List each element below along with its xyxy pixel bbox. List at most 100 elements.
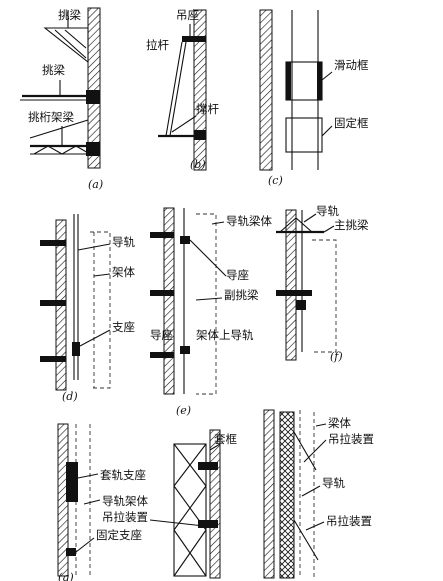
i-truss-frame [279, 411, 295, 579]
c-sliding-bar-r [317, 62, 322, 100]
g-label-hoist-device: 吊拉装置 [102, 510, 148, 524]
b-label-lagan: 拉杆 [146, 38, 169, 52]
caption-a: (a) [88, 178, 103, 191]
d-label-daogui: 导轨 [112, 235, 135, 249]
panel-c: 滑动框 固定框 (c) [259, 9, 369, 187]
i-label-beam: 梁体 [328, 416, 351, 430]
d-label-zhizuo: 支座 [112, 320, 135, 334]
i-leader-hoist-2 [305, 521, 325, 531]
caption-f: (f) [330, 350, 343, 363]
e-guide-seat-1 [180, 236, 190, 244]
b-hanger-seat [182, 36, 206, 42]
a-slab-3 [86, 142, 100, 156]
i-wall [263, 409, 275, 579]
b-tie-rod [165, 41, 183, 137]
b-strut [171, 115, 197, 133]
f-main-beam-truss [279, 217, 313, 233]
panel-f: 导轨 主挑梁 (f) [276, 204, 369, 363]
i-leader-hoist-1 [303, 439, 327, 463]
h-frame-bracing [173, 443, 207, 577]
b-label-diaozuo: 吊座 [176, 8, 199, 22]
f-label-main-beam: 主挑梁 [334, 218, 369, 232]
f-leader-beam [323, 225, 335, 233]
e-leader-seat-1 [189, 239, 227, 277]
f-leader-rail [303, 213, 317, 223]
h-sleeve-frame-2 [198, 520, 218, 528]
c-fixed-frame [285, 117, 323, 153]
e-wall [163, 207, 175, 395]
i-leader-rail [301, 485, 321, 497]
caption-b: (b) [190, 158, 206, 171]
e-leader-beam [211, 221, 225, 225]
e-leader-sub-beam [195, 297, 223, 301]
f-wall [285, 209, 297, 361]
g-fixed-support [66, 548, 76, 556]
c-sliding-bar-l [286, 62, 291, 100]
c-label-sliding: 滑动框 [334, 58, 369, 72]
a-truss-tie [29, 119, 89, 139]
i-hoist-ties [293, 431, 319, 561]
b-tie-rod-2 [169, 41, 187, 137]
a-truss-web [33, 145, 91, 155]
i-label-hoist-2: 吊拉装置 [326, 514, 372, 528]
a-bracket-web [54, 29, 87, 59]
f-guide-seat [296, 300, 306, 310]
c-wall [259, 9, 273, 171]
b-slab [194, 130, 206, 140]
a-bracket-triangle [43, 27, 89, 64]
a-label-truss-beam: 挑桁架梁 [28, 110, 74, 124]
e-label-rail-beam: 导轨梁体 [226, 214, 272, 228]
e-label-guide-seat-2: 导座 [150, 328, 173, 342]
c-leader-2 [321, 125, 333, 137]
d-slab-2 [40, 300, 66, 306]
a-slab-2 [86, 90, 100, 104]
e-guide-seat-2 [180, 346, 190, 354]
caption-d: (d) [62, 390, 78, 403]
h-leader-sleeve [209, 443, 221, 451]
h-wall [209, 429, 221, 579]
caption-e: (e) [176, 404, 191, 417]
caption-g: (g) [58, 571, 74, 581]
e-label-guide-seat-1: 导座 [226, 268, 249, 282]
a-wall [87, 7, 101, 169]
g-leader-fixed [75, 537, 95, 553]
g-label-sleeve-support: 套轨支座 [100, 468, 146, 482]
g-label-fixed-support: 固定支座 [96, 528, 142, 542]
g-leader-frame [83, 499, 101, 505]
panel-h: 套框 [149, 429, 237, 579]
a-label-tiaoliang-1: 挑梁 [58, 8, 81, 22]
d-slab-3 [40, 356, 66, 362]
f-frame-outline [312, 239, 337, 353]
i-leader-beam [315, 423, 327, 427]
e-slab-1 [150, 232, 174, 238]
e-slab-2 [150, 290, 174, 296]
g-label-rail-frame: 导轨架体 [102, 494, 148, 508]
h-sleeve-frame [198, 462, 218, 470]
d-leader-rail [77, 243, 111, 251]
e-frame-outline [196, 213, 217, 395]
a-label-tiaoliang-2: 挑梁 [42, 63, 65, 77]
h-frame-outline [173, 443, 207, 577]
d-support [72, 342, 80, 356]
c-label-fixed: 固定框 [334, 116, 369, 130]
d-leader-frame [93, 273, 111, 277]
d-leader-support [79, 329, 111, 347]
b-label-chenggan: 撑杆 [196, 102, 219, 116]
h-leader-hoist [149, 519, 205, 527]
panel-d: 导轨 架体 支座 (d) [40, 214, 135, 403]
panel-i: 梁体 吊拉装置 导轨 吊拉装置 [263, 409, 374, 579]
e-slab-3 [150, 352, 174, 358]
g-rail-sleeve [66, 462, 78, 502]
panel-b: 吊座 拉杆 撑杆 (b) [146, 8, 219, 171]
d-slab-1 [40, 240, 66, 246]
d-label-jiati: 架体 [112, 265, 135, 279]
h-label-sleeve-frame: 套框 [214, 432, 237, 446]
panel-g: 套轨支座 导轨架体 吊拉装置 固定支座 (g) [57, 423, 148, 581]
c-sliding-frame [285, 61, 323, 101]
d-frame-outline [90, 231, 111, 389]
e-label-sub-beam: 副挑梁 [224, 288, 259, 302]
g-leader-sleeve [77, 473, 99, 479]
panel-a: 挑梁 挑梁 挑桁架梁 (a) [20, 7, 103, 191]
